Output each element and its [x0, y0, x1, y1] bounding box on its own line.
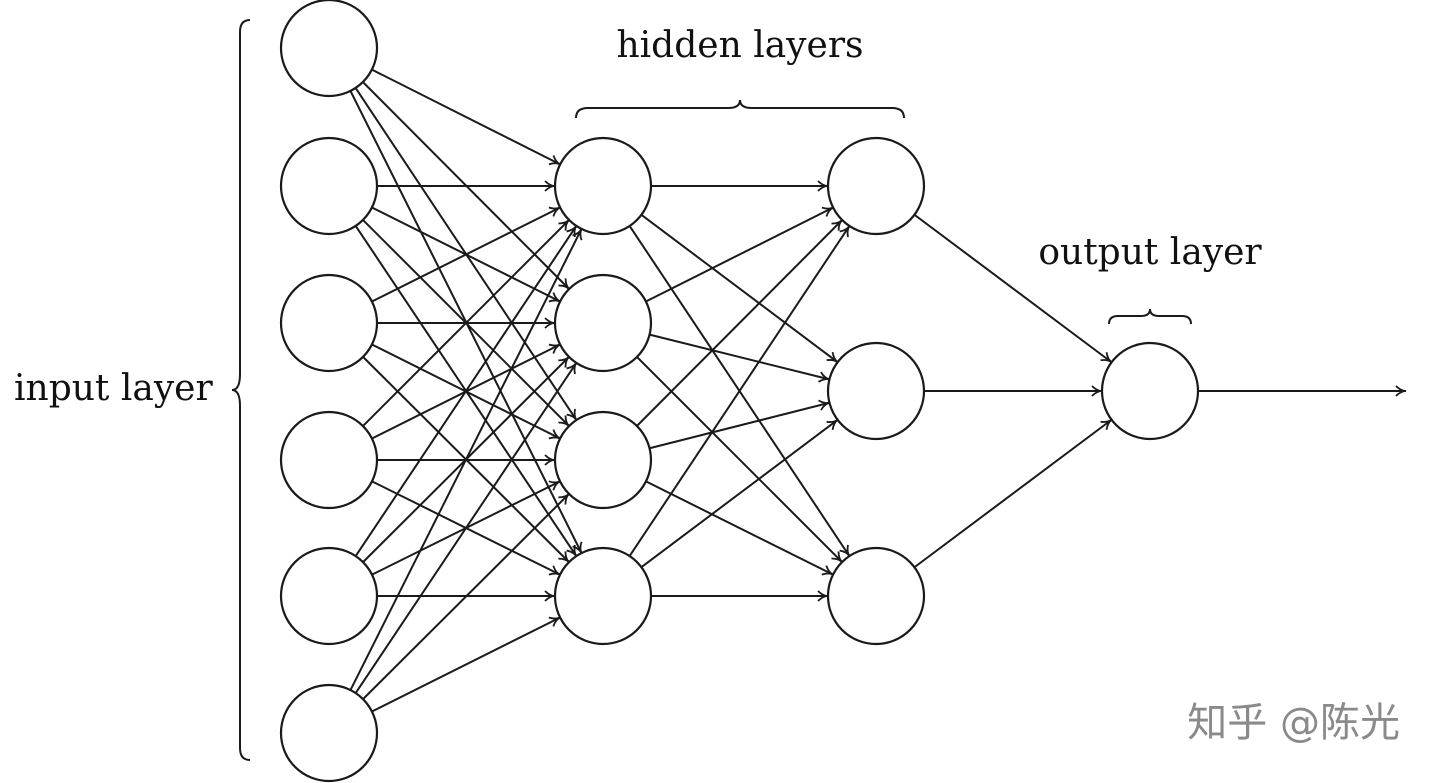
output-layer-brace	[1108, 308, 1192, 325]
hidden-2-neuron-2	[826, 341, 926, 441]
output-neuron-1	[1100, 341, 1200, 441]
connection-input-5-to-hidden-1-1	[354, 225, 578, 557]
input-neuron-2	[279, 136, 379, 236]
connections	[349, 68, 1407, 713]
neurons	[279, 0, 1200, 783]
input-neuron-6	[279, 683, 379, 783]
input-neuron-5	[279, 546, 379, 646]
input-layer-brace	[231, 19, 251, 761]
connection-hidden-1-4-to-hidden-2-1	[628, 225, 851, 557]
connection-input-4-to-hidden-1-1	[362, 219, 570, 427]
hidden-1-neuron-4	[553, 546, 653, 646]
connection-hidden-1-3-to-hidden-2-2	[649, 399, 830, 450]
input-layer-label: input layer	[14, 368, 213, 409]
connection-input-1-to-hidden-1-1	[371, 68, 561, 166]
connection-hidden-1-2-to-hidden-2-1	[645, 206, 834, 303]
hidden-1-neuron-3	[553, 410, 653, 510]
hidden-layers-label: hidden layers	[616, 25, 863, 66]
output-layer-label: output layer	[1038, 232, 1262, 273]
connection-hidden-1-2-to-hidden-2-2	[649, 333, 830, 383]
connection-input-3-to-hidden-1-1	[371, 206, 561, 303]
hidden-1-neuron-2	[553, 273, 653, 373]
hidden-2-neuron-3	[826, 546, 926, 646]
connection-hidden-2-3-to-output-1	[913, 418, 1113, 569]
connection-hidden-1-2-to-hidden-2-3	[636, 356, 843, 563]
connection-input-6-to-hidden-1-3	[362, 493, 570, 700]
input-neuron-3	[279, 273, 379, 373]
connection-hidden-1-1-to-hidden-2-2	[640, 214, 839, 363]
connection-input-6-to-hidden-1-2	[354, 362, 578, 694]
input-neuron-1	[279, 0, 379, 98]
hidden-1-neuron-1	[553, 136, 653, 236]
connection-hidden-1-4-to-hidden-2-2	[640, 419, 839, 568]
connection-input-6-to-hidden-1-1	[349, 228, 583, 691]
connection-hidden-1-3-to-hidden-2-3	[645, 480, 834, 576]
input-neuron-4	[279, 410, 379, 510]
hidden-layers-brace	[575, 99, 905, 119]
connection-input-6-to-hidden-1-4	[371, 616, 561, 713]
watermark: 知乎 @陈光	[1187, 700, 1400, 746]
hidden-2-neuron-1	[826, 136, 926, 236]
connection-hidden-2-1-to-output-1	[913, 213, 1113, 364]
connection-hidden-1-3-to-hidden-2-1	[636, 219, 843, 427]
